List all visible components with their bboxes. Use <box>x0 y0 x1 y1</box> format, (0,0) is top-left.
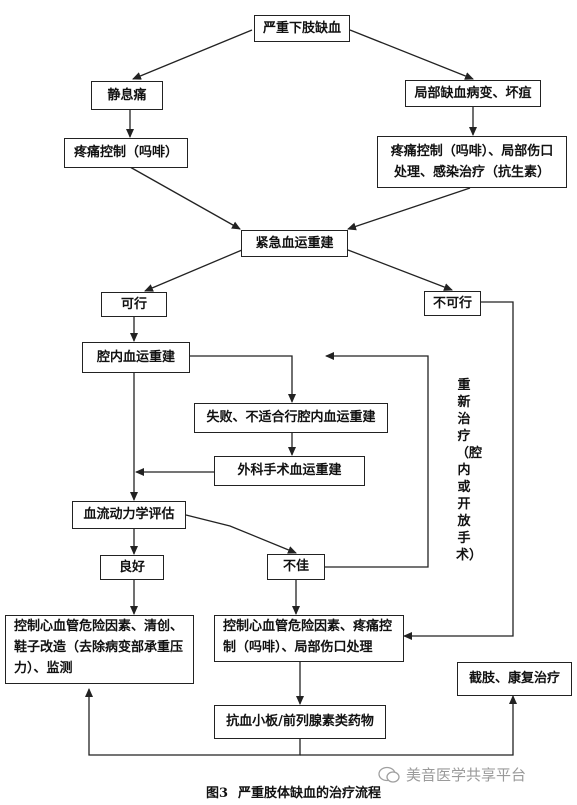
arrow-not-feasible-to-mid-box <box>403 301 514 640</box>
node-endovascular: 腔内血运重建 <box>82 342 190 373</box>
node-good: 良好 <box>100 555 164 580</box>
node-rest-pain: 静息痛 <box>91 81 163 110</box>
node-feasible: 可行 <box>101 292 167 317</box>
node-not-feasible: 不可行 <box>424 291 481 316</box>
arrow-retreatment-loop <box>325 352 429 568</box>
node-endovascular-failed: 失败、不适合行腔内血运重建 <box>194 403 388 433</box>
figure-number: 图3 <box>206 786 229 801</box>
node-antiplatelet-prostaglandin: 抗血小板/前列腺素类药物 <box>214 705 386 739</box>
node-left-management-line3: 力）、监测 <box>14 661 73 676</box>
node-poor: 不佳 <box>267 554 325 580</box>
node-mid-management-line2: 制（吗啡）、局部伤口处理 <box>223 640 373 655</box>
node-severe-ischemia: 严重下肢缺血 <box>254 15 350 42</box>
watermark-text: 美音医学共享平台 <box>406 766 527 784</box>
arrow-urgent-to-not-feasible <box>347 249 453 291</box>
figure-caption: 图3 严重肢体缺血的治疗流程 <box>206 782 381 801</box>
node-urgent-revascularization: 紧急血运重建 <box>241 230 348 257</box>
node-surgical-revascularization: 外科手术血运重建 <box>214 456 365 486</box>
node-hemodynamic-assessment: 血流动力学评估 <box>72 501 186 529</box>
node-mid-management: 控制心血管危险因素、疼痛控 制（吗啡）、局部伤口处理 <box>214 615 404 662</box>
arrow-pain-control-to-urgent <box>129 166 241 230</box>
node-left-management: 控制心血管危险因素、清创、 鞋子改造（去除病变部承重压 力）、监测 <box>5 615 194 684</box>
chat-bubble-icon <box>378 766 400 783</box>
node-pain-wound-line1: 疼痛控制（吗啡）、局部伤口 <box>390 144 554 159</box>
node-left-management-line2: 鞋子改造（去除病变部承重压 <box>14 640 184 655</box>
node-left-management-line1: 控制心血管危险因素、清创、 <box>14 619 184 634</box>
arrow-endovascular-to-failed <box>190 355 296 403</box>
node-local-lesion: 局部缺血病变、坏疽 <box>405 80 541 107</box>
node-mid-management-line1: 控制心血管危险因素、疼痛控 <box>223 619 393 634</box>
node-pain-wound-infection: 疼痛控制（吗啡）、局部伤口 处理、感染治疗（抗生素） <box>377 136 567 188</box>
watermark: 美音医学共享平台 <box>378 764 526 785</box>
arrow-hemodynamic-to-poor <box>185 514 297 554</box>
arrow-urgent-to-feasible <box>144 249 243 292</box>
arrow-pain-wound-to-urgent <box>347 187 471 231</box>
arrow-top-to-local-lesion <box>349 29 474 80</box>
arrow-bottom-to-amputation <box>300 695 517 756</box>
side-label-retreatment: 重新治疗（腔内或开放手术） <box>456 378 483 563</box>
node-amputation-rehab: 截肢、康复治疗 <box>457 662 572 696</box>
node-pain-control: 疼痛控制（吗啡） <box>64 138 188 168</box>
node-pain-wound-line2: 处理、感染治疗（抗生素） <box>393 165 550 180</box>
arrow-bottom-to-left-box <box>85 688 301 756</box>
figure-title: 严重肢体缺血的治疗流程 <box>238 786 382 801</box>
arrow-top-to-rest-pain <box>132 29 253 80</box>
